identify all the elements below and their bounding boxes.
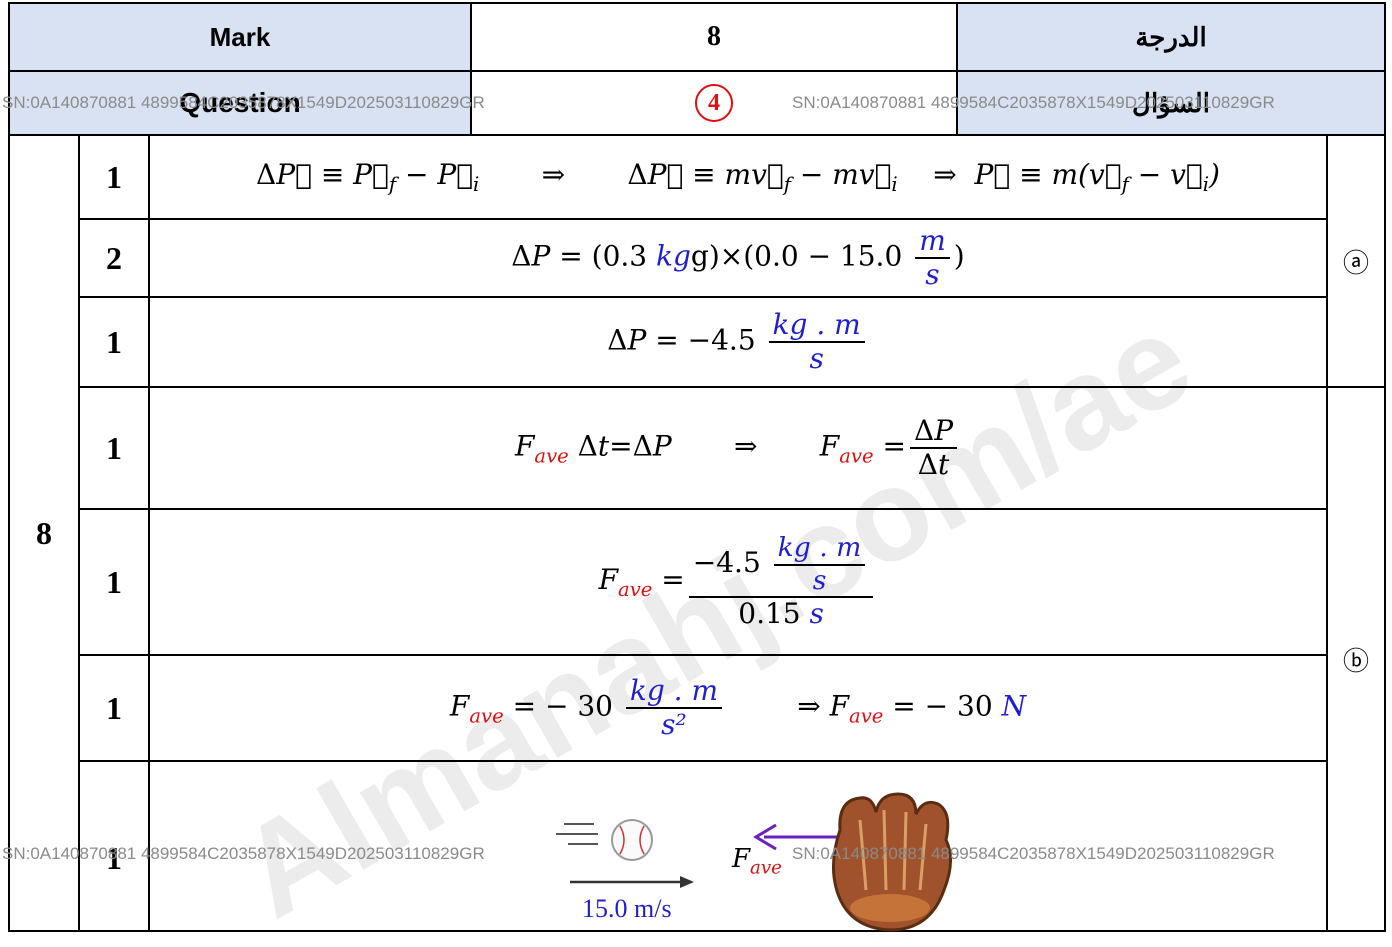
row-mark: 1: [106, 158, 122, 195]
total-mark: 8: [36, 514, 52, 551]
total-mark-cell: 8: [8, 134, 80, 932]
row-mark-cell: 1: [78, 134, 150, 220]
row-mark-cell: 1: [78, 654, 150, 762]
velocity-arrow-icon: [570, 876, 694, 888]
question-label-ar-cell: السؤال: [956, 70, 1386, 136]
baseball-icon: [556, 819, 653, 861]
question-label: Question: [179, 87, 301, 118]
mark-value-cell: 8: [470, 2, 958, 72]
speed-label: 15.0 m/s: [582, 894, 672, 923]
mark-value: 8: [707, 21, 721, 52]
row-mark: 1: [106, 563, 122, 600]
row-mark-cell: 1: [78, 386, 150, 510]
part-label-b: ⓑ: [1343, 646, 1370, 676]
baseball-glove-icon: [831, 792, 952, 932]
mark-label-ar-cell: الدرجة: [956, 2, 1386, 72]
question-label-cell: Question: [8, 70, 472, 136]
question-number-badge: 4: [695, 84, 733, 122]
part-label-cell-b: ⓑ: [1326, 386, 1386, 932]
momentum-change-definition: ΔP⃗ ≡ P⃗f − P⃗i ⇒ ΔP⃗ ≡ mv⃗f − mv⃗i ⇒ P⃗…: [256, 158, 1220, 196]
serial-watermark: SN:0A140870881 4899584C2035878X1549D2025…: [2, 93, 485, 112]
part-label-cell-a: ⓐ: [1326, 134, 1386, 388]
force-label: Fave: [732, 844, 782, 879]
figure-row: 15.0 m/s Fave: [148, 760, 1328, 932]
serial-watermark: SN:0A140870881 4899584C2035878X1549D2025…: [2, 844, 485, 863]
row-mark-cell: 1: [78, 508, 150, 656]
row-mark: 1: [106, 840, 122, 876]
row-mark: 1: [106, 323, 122, 360]
row-mark: 1: [106, 429, 122, 466]
mark-label-ar: الدرجة: [1135, 21, 1207, 52]
row-mark: 1: [106, 689, 122, 726]
row-mark: 2: [106, 239, 122, 276]
equation-row-1: ΔP⃗ ≡ P⃗f − P⃗i ⇒ ΔP⃗ ≡ mv⃗f − mv⃗i ⇒ P⃗…: [148, 134, 1328, 220]
mark-label-cell: Mark: [8, 2, 472, 72]
value-mass: (0.3: [591, 239, 648, 273]
unit-kg: kg: [656, 239, 691, 273]
mark-label: Mark: [209, 21, 271, 52]
row-mark-cell: 2: [78, 218, 150, 298]
question-label-ar: السؤال: [1132, 87, 1210, 118]
part-label-a: ⓐ: [1343, 248, 1370, 278]
value-velocity: )×(0.0 − 15.0: [708, 239, 903, 273]
serial-watermark: SN:0A140870881 4899584C2035878X1549D2025…: [792, 93, 1275, 112]
row-mark-cell: 1: [78, 296, 150, 388]
serial-watermark: SN:0A140870881 4899584C2035878X1549D2025…: [792, 844, 1275, 863]
